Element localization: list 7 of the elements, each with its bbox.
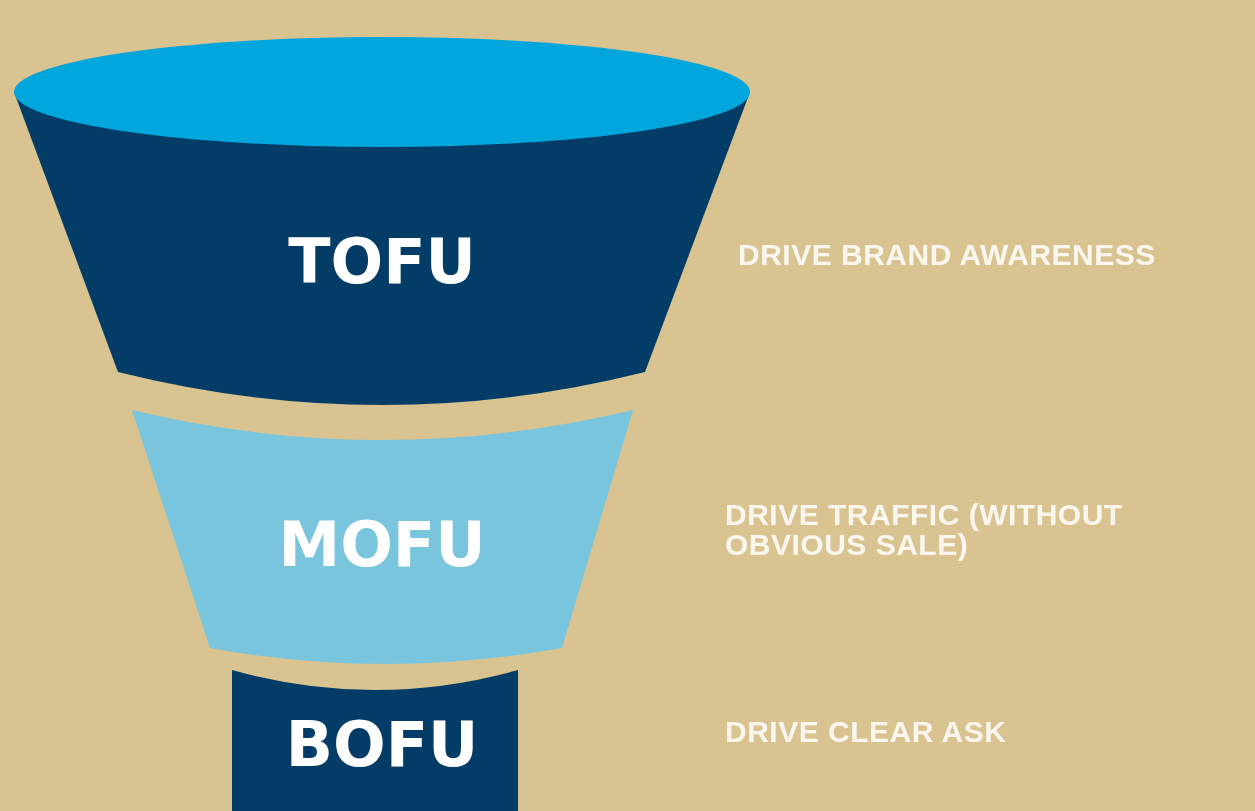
stage-label: TOFU (288, 231, 476, 293)
goal-text: DRIVE BRAND AWARENESS (738, 240, 1157, 270)
stage-label: MOFU (278, 514, 486, 576)
goal-text: DRIVE TRAFFIC (WITHOUT OBVIOUS SALE) (725, 500, 1124, 560)
goal-text: DRIVE CLEAR ASK (725, 717, 1008, 747)
funnel-bottom-section (230, 667, 520, 811)
stage-label: BOFU (285, 714, 479, 776)
